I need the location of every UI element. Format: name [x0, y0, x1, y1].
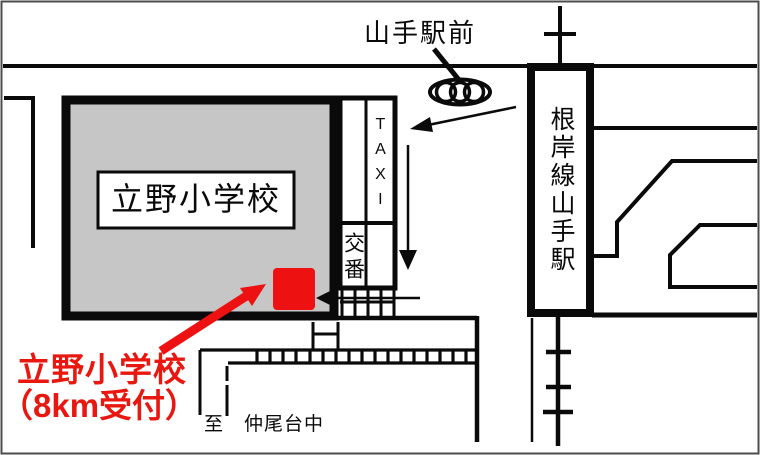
taxi-stand-label: TAXI [371, 116, 389, 216]
red-route-arrow-icon [158, 284, 266, 355]
police-box-label: 交番 [341, 232, 365, 284]
road-to-nakaodai [198, 350, 229, 416]
bus-rotary-icon [428, 77, 492, 107]
rotary-leader-line [432, 47, 461, 82]
direction-south-label: 至 仲尾台中 [204, 414, 325, 435]
roads-east [592, 126, 757, 318]
arrow-to-taxi-icon [410, 105, 517, 132]
station-building [527, 63, 594, 317]
railroad-crossing-hatch [340, 290, 396, 316]
crosswalk-ladder [311, 322, 340, 350]
school-name-plate [96, 170, 296, 230]
railway-line-south [543, 313, 573, 446]
station-front-building [337, 95, 398, 291]
stairs-path [200, 348, 477, 365]
reception-marker [273, 268, 315, 310]
arrow-left-icon [316, 289, 420, 307]
west-block-corner [4, 96, 35, 248]
railway-line-north [544, 6, 576, 64]
station-name-label: 根岸線山手駅 [547, 106, 575, 274]
destination-label-line2: （8km受付） [0, 387, 199, 424]
rotary-area-label: 山手駅前 [364, 18, 477, 48]
school-name-label: 立野小学校 [110, 181, 281, 218]
road-edge-south [335, 315, 480, 442]
destination-label-line1: 立野小学校 [17, 351, 187, 388]
arrow-down-icon [399, 145, 417, 270]
